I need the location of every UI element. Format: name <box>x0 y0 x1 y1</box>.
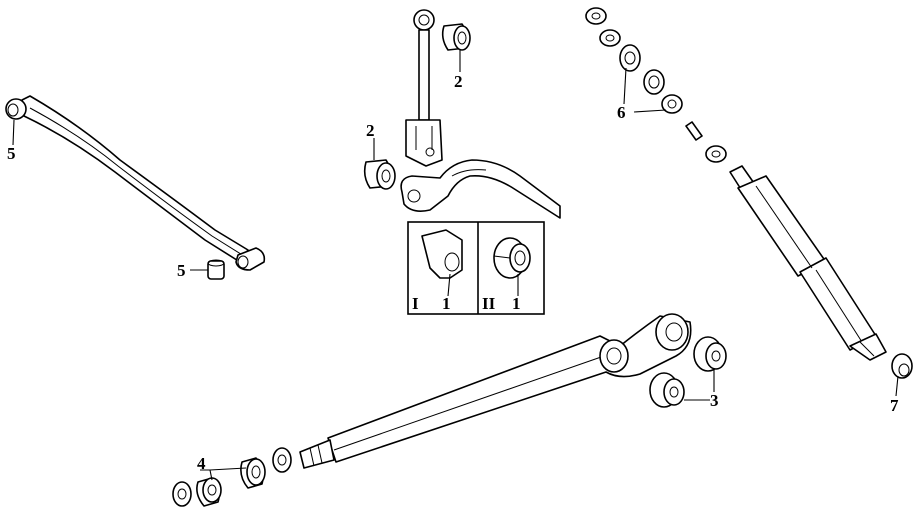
leader-4b <box>209 467 247 471</box>
callout-5-left: 5 <box>7 144 16 163</box>
bushing-2-top <box>441 23 471 51</box>
bushing-5 <box>207 259 225 280</box>
bushing-7 <box>891 353 913 379</box>
callout-4: 4 <box>197 454 206 473</box>
bushing-2-left <box>363 159 396 190</box>
inset-box: I II <box>407 221 545 315</box>
end-washer <box>272 447 292 473</box>
bushing-4-upper <box>240 457 266 489</box>
track-bar <box>5 95 266 271</box>
leader-6a <box>623 67 627 105</box>
callout-1-right: 1 <box>512 294 521 313</box>
leader-7 <box>895 375 899 397</box>
callout-6: 6 <box>617 103 626 122</box>
callout-1-left: 1 <box>442 294 451 313</box>
leader-6b <box>633 109 667 113</box>
bushing-3-upper <box>693 336 727 372</box>
control-arm <box>299 313 692 469</box>
callout-2-top: 2 <box>454 72 463 91</box>
callout-7: 7 <box>890 396 899 415</box>
callout-5-bottom: 5 <box>177 261 186 280</box>
shock-hardware <box>585 7 727 163</box>
stabilizer-link <box>405 9 443 167</box>
inset-roman-ii: II <box>482 294 496 313</box>
stabilizer-bar <box>400 159 561 219</box>
inset-roman-i: I <box>412 294 419 313</box>
callout-2-left: 2 <box>366 121 375 140</box>
bushing-3-lower <box>649 372 685 408</box>
shock-absorber <box>729 165 887 361</box>
bushing-4-lower <box>196 477 222 507</box>
end-washer-outer <box>172 481 192 507</box>
leader-5-left <box>12 119 15 146</box>
callout-3: 3 <box>710 391 719 410</box>
